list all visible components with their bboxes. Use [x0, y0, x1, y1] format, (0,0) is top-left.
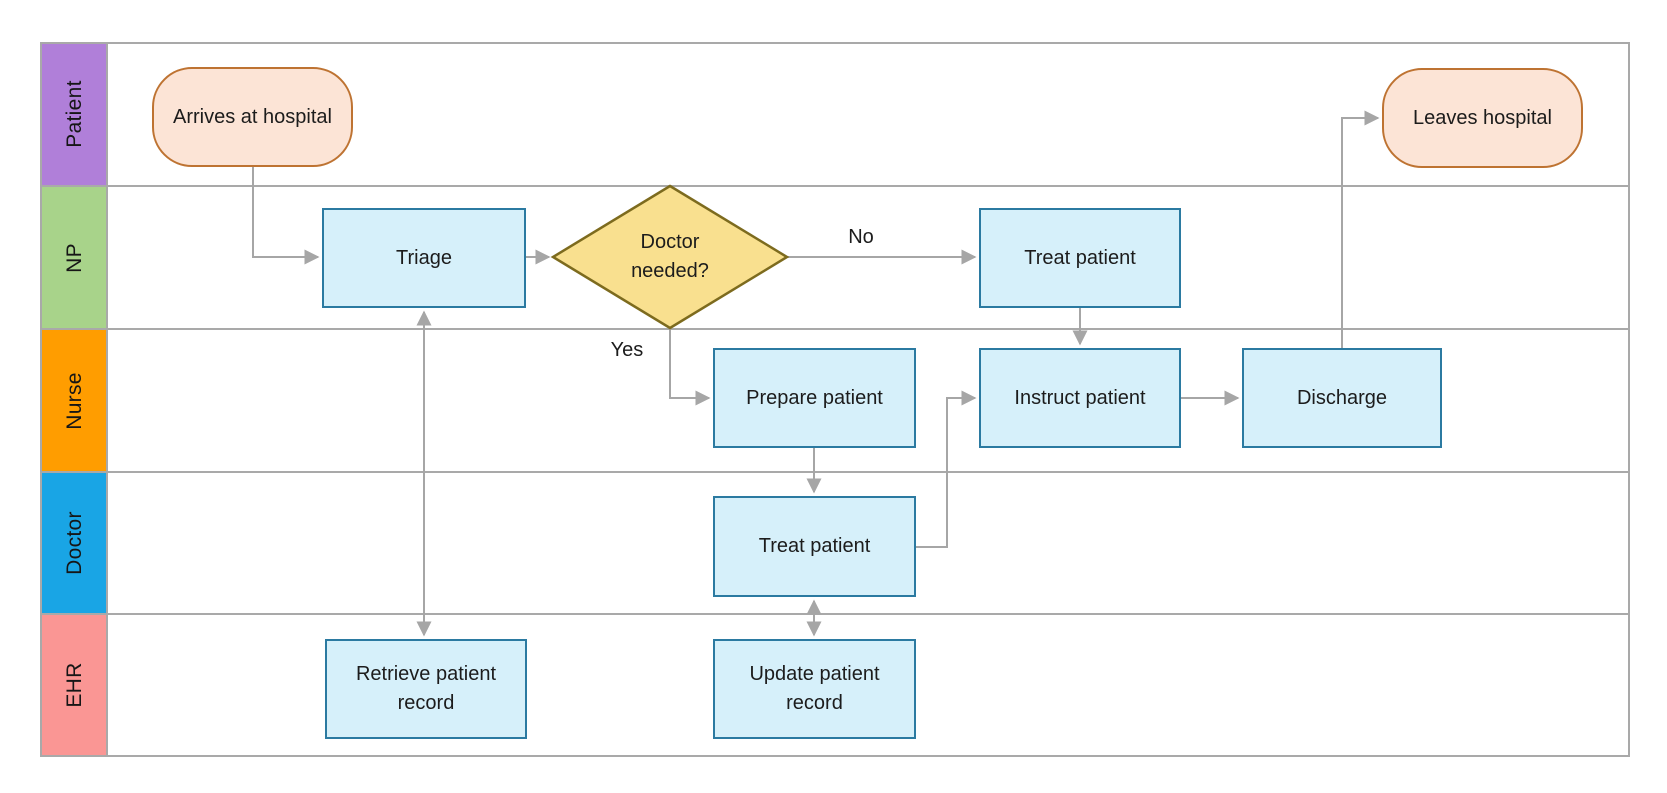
node-discharge[interactable]: Discharge [1242, 348, 1442, 448]
edge-label-no: No [848, 226, 874, 248]
diagram-border [40, 42, 1630, 757]
lane-divider [40, 471, 1630, 473]
node-treat-patient-np[interactable]: Treat patient [979, 208, 1181, 308]
node-update-patient-record[interactable]: Update patient record [713, 639, 916, 739]
lane-header-nurse[interactable]: Nurse [42, 329, 107, 472]
node-instruct-patient[interactable]: Instruct patient [979, 348, 1181, 448]
node-triage[interactable]: Triage [322, 208, 526, 308]
node-retrieve-patient-record[interactable]: Retrieve patient record [325, 639, 527, 739]
edge-label-yes: Yes [610, 339, 644, 361]
lane-header-patient[interactable]: Patient [42, 42, 107, 186]
lane-header-separator [106, 42, 108, 757]
lane-divider [40, 613, 1630, 615]
lane-header-np[interactable]: NP [42, 186, 107, 329]
node-doctor-needed-decision[interactable] [550, 184, 790, 330]
node-treat-patient-doctor[interactable]: Treat patient [713, 496, 916, 597]
lane-divider [40, 185, 1630, 187]
lane-divider [40, 328, 1630, 330]
lane-header-doctor[interactable]: Doctor [42, 472, 107, 614]
node-doctor-needed-label: Doctor needed? [631, 231, 709, 282]
node-arrives-at-hospital[interactable]: Arrives at hospital [152, 67, 353, 167]
node-prepare-patient[interactable]: Prepare patient [713, 348, 916, 448]
lane-header-ehr[interactable]: EHR [42, 614, 107, 755]
node-leaves-hospital[interactable]: Leaves hospital [1382, 68, 1583, 168]
